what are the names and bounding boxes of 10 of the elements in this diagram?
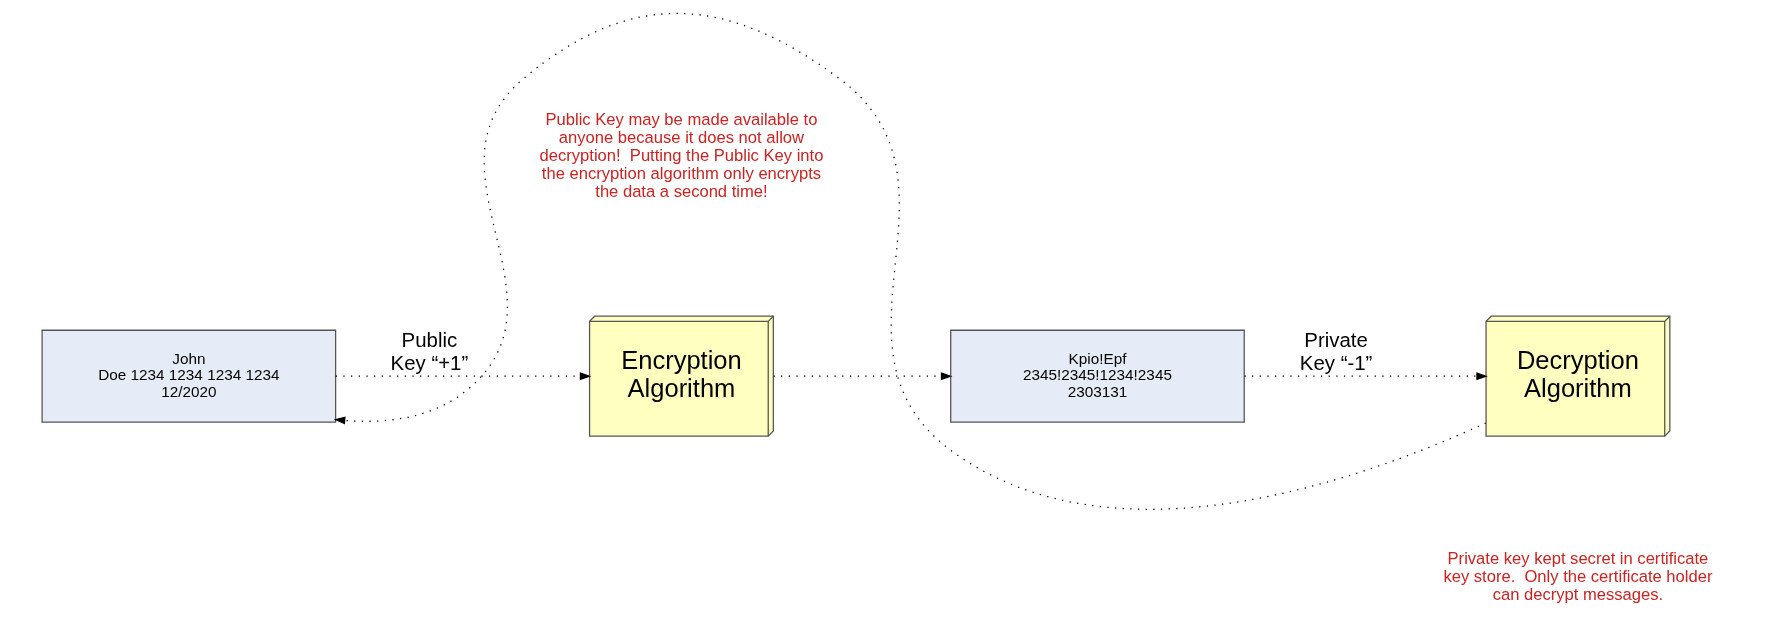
arrow: [333, 12, 1486, 510]
arrow: [772, 372, 952, 381]
edge-label: Private Key “-1”: [1299, 328, 1372, 374]
edge-label: Public Key “+1”: [390, 328, 468, 374]
node-box: John Doe 1234 1234 1234 1234 12/2020: [40, 329, 336, 423]
arrow: [1243, 372, 1488, 381]
label: Private key kept secret in certificate key store. Only the certificate holder can decrypt messages.: [1442, 549, 1712, 605]
label: Public Key may be made available to anyone because it does not allow decryption! Putting the Public Key into the encryption algorithm only encrypts the data a second time!: [539, 110, 823, 201]
arrow: [334, 372, 591, 381]
node-box: Kpio!Epf 2345!2345!1234!2345 2303131: [949, 329, 1245, 423]
